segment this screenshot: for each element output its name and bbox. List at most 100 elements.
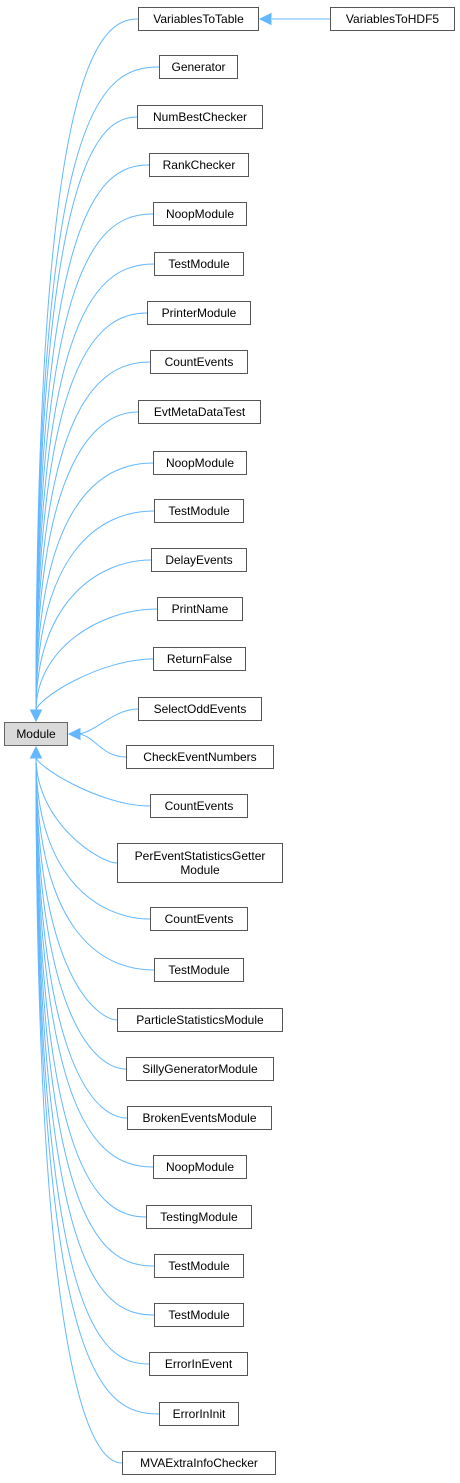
inheritance-edge	[76, 708, 139, 735]
node-errorinevent[interactable]: ErrorInEvent	[149, 1352, 248, 1376]
node-label: Module	[16, 727, 56, 741]
node-testmodule[interactable]: TestModule	[154, 1254, 244, 1278]
node-label: NoopModule	[165, 207, 235, 221]
inheritance-edge	[35, 756, 123, 1464]
node-particlestatisticsmodule[interactable]: ParticleStatisticsModule	[117, 1008, 283, 1032]
node-module-root: Module	[4, 722, 68, 746]
node-generator[interactable]: Generator	[159, 55, 238, 79]
node-pereventstatisticsgettermodule[interactable]: PerEventStatisticsGetter Module	[117, 843, 283, 883]
node-errorininit[interactable]: ErrorInInit	[159, 1402, 239, 1426]
node-label: SillyGeneratorModule	[142, 1062, 258, 1076]
node-noopmodule[interactable]: NoopModule	[153, 451, 247, 475]
inheritance-edge	[35, 756, 147, 1218]
inheritance-edge	[35, 312, 148, 712]
node-testmodule[interactable]: TestModule	[154, 499, 244, 523]
node-printname[interactable]: PrintName	[157, 597, 243, 621]
node-label: TestingModule	[160, 1210, 238, 1224]
inheritance-edge	[35, 756, 151, 807]
node-label: ReturnFalse	[166, 652, 233, 666]
node-label: PrinterModule	[161, 306, 237, 320]
inheritance-edge	[35, 658, 154, 712]
node-testmodule[interactable]: TestModule	[154, 1303, 244, 1327]
node-label: TestModule	[168, 504, 230, 518]
inheritance-edge	[35, 756, 151, 920]
node-numbestchecker[interactable]: NumBestChecker	[137, 105, 263, 129]
node-label: TestModule	[168, 1259, 230, 1273]
node-testmodule[interactable]: TestModule	[154, 958, 244, 982]
node-label: NoopModule	[165, 456, 235, 470]
node-rankchecker[interactable]: RankChecker	[149, 153, 249, 177]
node-label: VariablesToTable	[153, 12, 244, 26]
arrowhead	[29, 745, 43, 759]
node-noopmodule[interactable]: NoopModule	[153, 1155, 247, 1179]
arrowhead	[67, 727, 81, 741]
inheritance-edge	[35, 510, 155, 712]
node-label: TestModule	[168, 963, 230, 977]
node-checkeventnumbers[interactable]: CheckEventNumbers	[126, 745, 274, 769]
node-label: TestModule	[168, 257, 230, 271]
node-printermodule[interactable]: PrinterModule	[147, 301, 251, 325]
node-label: SelectOddEvents	[153, 702, 247, 716]
node-label: ErrorInInit	[172, 1407, 226, 1421]
node-countevents[interactable]: CountEvents	[150, 350, 248, 374]
inheritance-edge	[35, 361, 151, 712]
arrowhead	[258, 12, 272, 26]
inheritance-edge	[35, 213, 154, 712]
inheritance-edge	[35, 756, 118, 1021]
arrowhead	[29, 709, 43, 723]
inheritance-edge	[35, 756, 155, 1267]
inheritance-edge	[35, 462, 154, 712]
node-evtmetadatatest[interactable]: EvtMetaDataTest	[138, 400, 261, 424]
node-label: ParticleStatisticsModule	[136, 1013, 264, 1027]
node-label: BrokenEventsModule	[142, 1111, 257, 1125]
node-label: VariablesToHDF5	[345, 12, 440, 26]
inheritance-edge	[35, 18, 139, 712]
node-label: Generator	[171, 60, 226, 74]
node-label: NoopModule	[165, 1160, 235, 1174]
node-label: CountEvents	[164, 799, 234, 813]
node-brokeneventsmodule[interactable]: BrokenEventsModule	[127, 1106, 272, 1130]
inheritance-edge	[35, 263, 155, 712]
node-returnfalse[interactable]: ReturnFalse	[153, 647, 246, 671]
node-noopmodule[interactable]: NoopModule	[153, 202, 247, 226]
node-label: MVAExtraInfoChecker	[140, 1456, 258, 1470]
inheritance-edge	[35, 608, 158, 712]
node-label: RankChecker	[162, 158, 236, 172]
node-mvaextrainfochecker[interactable]: MVAExtraInfoChecker	[122, 1451, 276, 1475]
node-label: EvtMetaDataTest	[153, 405, 246, 419]
inheritance-edge	[76, 733, 127, 758]
node-label: CountEvents	[164, 355, 234, 369]
node-variablestohdf5[interactable]: VariablesToHDF5	[330, 7, 455, 31]
node-variablestotable[interactable]: VariablesToTable	[138, 7, 259, 31]
node-label: PerEventStatisticsGetter Module	[134, 849, 266, 877]
inheritance-edge	[35, 164, 150, 712]
node-countevents[interactable]: CountEvents	[150, 794, 248, 818]
node-label: NumBestChecker	[152, 110, 248, 124]
node-label: PrintName	[171, 602, 229, 616]
node-label: CheckEventNumbers	[143, 750, 257, 764]
node-delayevents[interactable]: DelayEvents	[151, 548, 247, 572]
inheritance-edge	[35, 411, 139, 712]
node-label: CountEvents	[164, 912, 234, 926]
inheritance-edge	[35, 66, 160, 712]
inheritance-edge	[35, 756, 154, 1168]
inheritance-edge	[35, 756, 155, 1316]
node-label: ErrorInEvent	[164, 1357, 233, 1371]
inheritance-edge	[35, 559, 152, 712]
node-label: TestModule	[168, 1308, 230, 1322]
node-sillygeneratormodule[interactable]: SillyGeneratorModule	[126, 1057, 274, 1081]
inheritance-edge	[35, 756, 150, 1365]
inheritance-edge	[35, 756, 118, 864]
node-testmodule[interactable]: TestModule	[154, 252, 244, 276]
inheritance-edge	[35, 116, 138, 712]
node-testingmodule[interactable]: TestingModule	[146, 1205, 252, 1229]
inheritance-edge	[35, 756, 128, 1119]
inheritance-edge	[35, 756, 155, 971]
inheritance-edge	[35, 756, 160, 1415]
node-label: DelayEvents	[165, 553, 233, 567]
node-countevents[interactable]: CountEvents	[150, 907, 248, 931]
node-selectoddevents[interactable]: SelectOddEvents	[138, 697, 262, 721]
inheritance-edge	[35, 756, 127, 1070]
